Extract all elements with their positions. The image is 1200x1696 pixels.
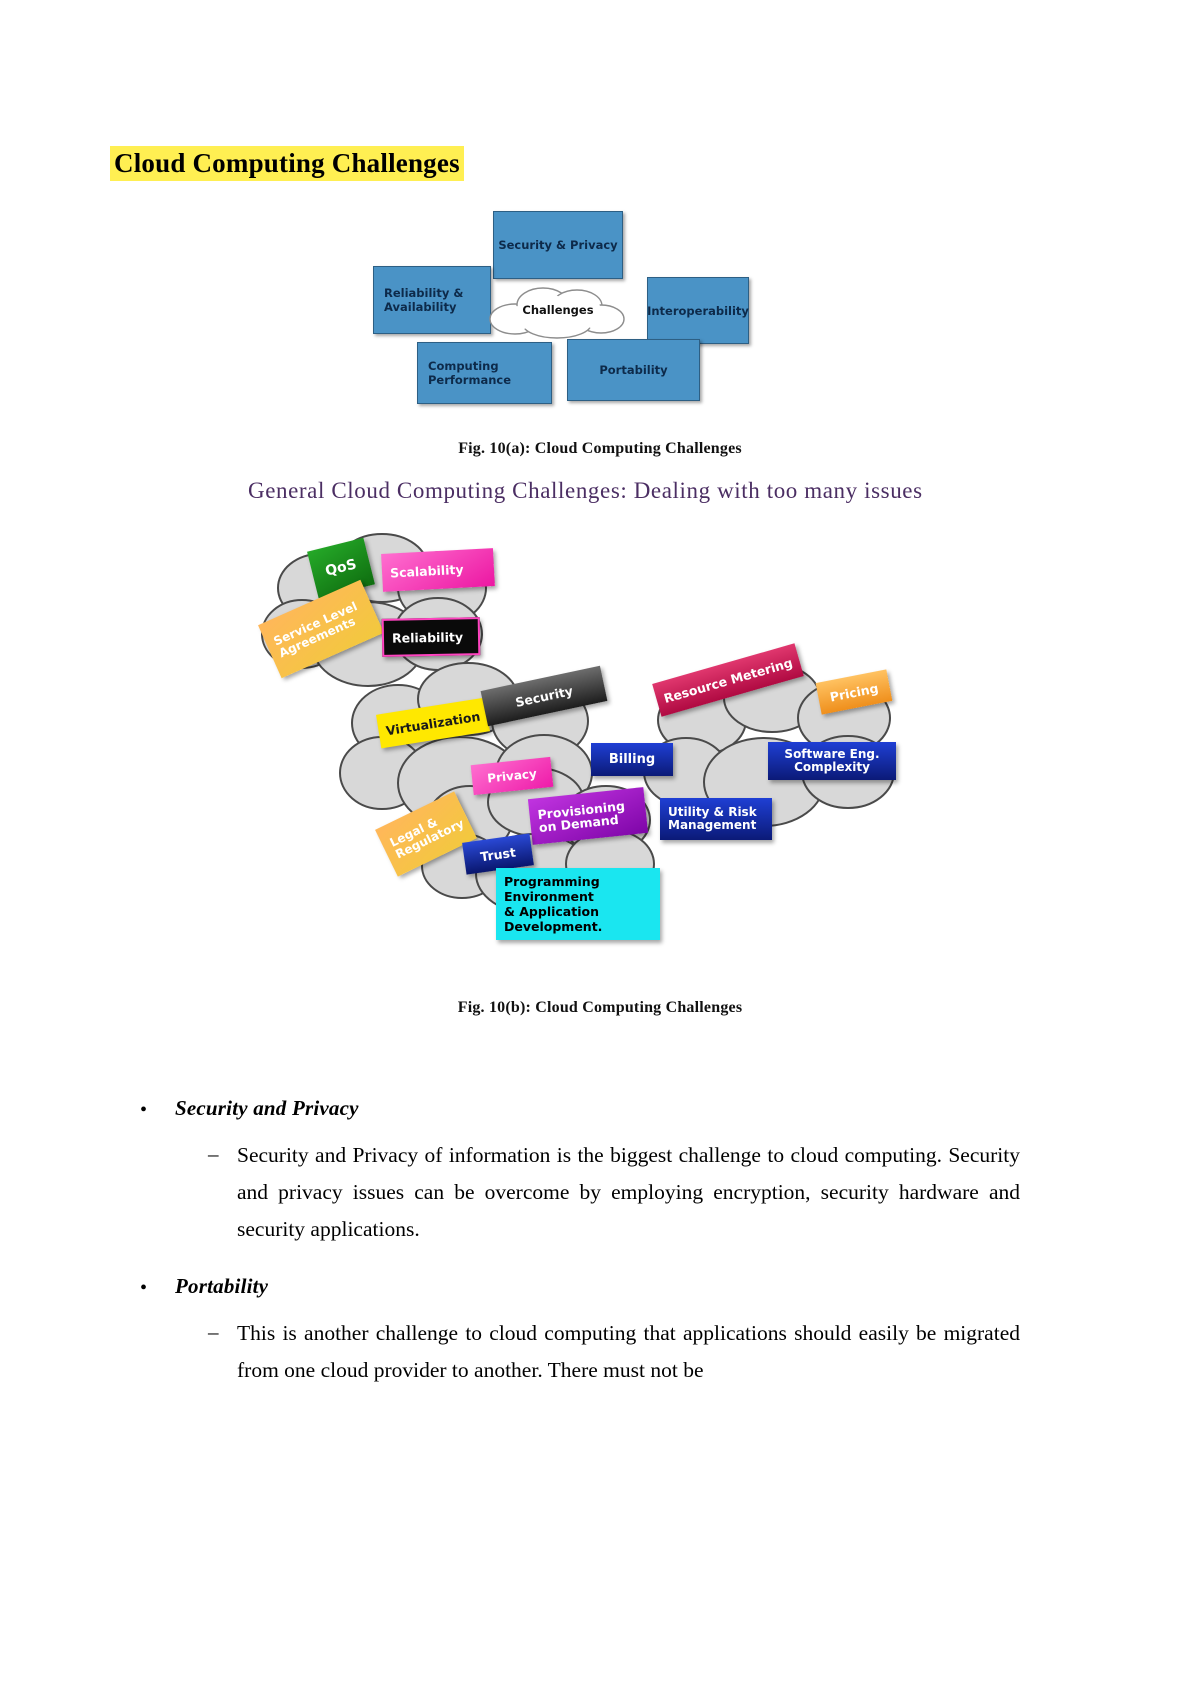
fig-a-box-label: Portability bbox=[599, 363, 668, 377]
dash-marker-icon: – bbox=[208, 1142, 219, 1166]
tag-programming-environment: Programming Environment & Application De… bbox=[496, 868, 660, 940]
tag-label: Programming Environment & Application De… bbox=[504, 874, 603, 934]
tag-software-eng-complexity: Software Eng. Complexity bbox=[768, 742, 896, 780]
bullet-marker-icon: • bbox=[140, 1099, 148, 1121]
sub-body-text: This is another challenge to cloud compu… bbox=[237, 1321, 1020, 1382]
bullet-item-portability: • Portability bbox=[0, 1274, 1200, 1299]
figure-a-caption: Fig. 10(a): Cloud Computing Challenges bbox=[458, 440, 742, 457]
fig-a-box-label: Computing Performance bbox=[428, 359, 512, 387]
fig-a-box-interoperability: Interoperability bbox=[647, 277, 749, 344]
tag-label: Privacy bbox=[486, 765, 538, 786]
tag-reliability: Reliability bbox=[381, 617, 481, 657]
fig-a-box-label: Interoperability bbox=[647, 303, 749, 318]
fig-a-box-security-privacy: Security & Privacy bbox=[493, 211, 623, 279]
fig-a-box-reliability-availability: Reliability & Availability bbox=[373, 266, 491, 334]
tag-label: Virtualization bbox=[384, 708, 482, 738]
fig-a-box-portability: Portability bbox=[567, 339, 700, 401]
tag-label: Scalability bbox=[389, 561, 464, 581]
bullet-marker-icon: • bbox=[140, 1277, 148, 1299]
tag-label: Utility & Risk Management bbox=[668, 805, 757, 832]
bullet-heading: Security and Privacy bbox=[175, 1096, 359, 1120]
figure-cloud-challenges-a: Security & Privacy Reliability & Availab… bbox=[355, 205, 775, 420]
fig-a-box-label: Security & Privacy bbox=[498, 238, 618, 252]
page-title: Cloud Computing Challenges bbox=[110, 146, 464, 181]
sub-item-security-privacy: – Security and Privacy of information is… bbox=[0, 1137, 1200, 1248]
tag-label: Trust bbox=[479, 844, 517, 864]
tag-utility-risk-management: Utility & Risk Management bbox=[660, 798, 772, 840]
tag-label: Pricing bbox=[828, 679, 880, 705]
figure-b-title: General Cloud Computing Challenges: Deal… bbox=[248, 478, 923, 503]
tag-scalability: Scalability bbox=[381, 548, 495, 592]
figure-cloud-challenges-b: General Cloud Computing Challenges: Deal… bbox=[240, 478, 923, 958]
sub-body-text: Security and Privacy of information is t… bbox=[237, 1143, 1020, 1241]
sub-item-portability: – This is another challenge to cloud com… bbox=[0, 1315, 1200, 1389]
body-content: • Security and Privacy – Security and Pr… bbox=[0, 1070, 1200, 1389]
fig-a-cloud-label: Challenges bbox=[522, 303, 594, 317]
tag-label: Software Eng. Complexity bbox=[784, 747, 880, 774]
bullet-item-security-privacy: • Security and Privacy bbox=[0, 1096, 1200, 1121]
bullet-heading: Portability bbox=[175, 1274, 269, 1298]
tag-label: Billing bbox=[608, 752, 656, 767]
tag-billing: Billing bbox=[591, 743, 673, 776]
fig-a-cloud-icon: Challenges bbox=[485, 285, 631, 341]
figure-b-caption: Fig. 10(b): Cloud Computing Challenges bbox=[457, 999, 743, 1016]
fig-a-box-computing-performance: Computing Performance bbox=[417, 342, 552, 404]
tag-label: QoS bbox=[323, 555, 359, 580]
dash-marker-icon: – bbox=[208, 1320, 219, 1344]
tag-label: Reliability bbox=[391, 628, 464, 646]
fig-a-box-label: Reliability & Availability bbox=[384, 286, 464, 314]
tag-label: Provisioning on Demand bbox=[536, 798, 626, 836]
tag-label: Security bbox=[513, 682, 575, 710]
